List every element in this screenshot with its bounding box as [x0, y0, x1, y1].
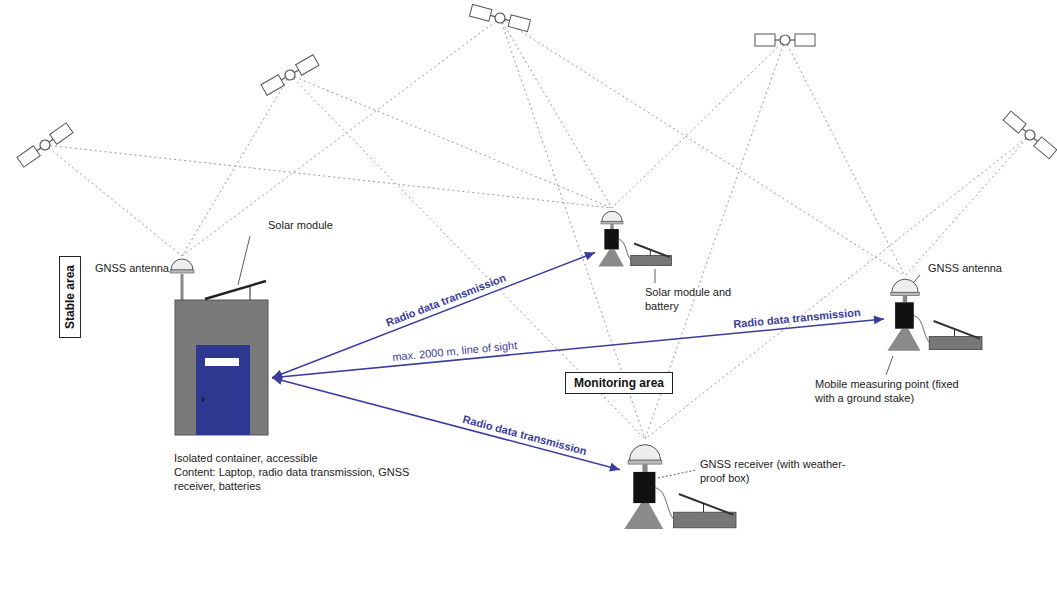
edge-label: Radio data transmission	[385, 272, 508, 329]
callout-text: Mobile measuring point (fixed with a gro…	[815, 378, 980, 406]
measuring-point: GNSS antennaMobile measuring point (fixe…	[884, 274, 986, 354]
callout-text: Content: Laptop, radio data transmission…	[174, 466, 412, 494]
station-icon	[170, 254, 272, 436]
monitoring-container: GNSS antennaSolar moduleIsolated contain…	[170, 254, 272, 436]
callout-text: Solar module	[268, 219, 333, 233]
station-icon	[620, 438, 740, 533]
area-label: Stable area	[59, 256, 81, 338]
radio-link-arrow	[272, 252, 595, 378]
measuring-point: GNSS receiver (with weather-proof box)	[620, 438, 740, 533]
station-icon	[595, 206, 675, 268]
area-label: Monitoring area	[565, 372, 673, 394]
monitoring-area: Monitoring areaSolar module and batteryG…	[440, 128, 1057, 604]
stable-area: Stable areaGNSS antennaSolar moduleIsola…	[55, 140, 430, 560]
callout-text: GNSS antenna	[95, 262, 169, 276]
measuring-point: Solar module and battery	[595, 206, 675, 268]
callout-text: GNSS antenna	[928, 262, 1002, 276]
callout-text: Solar module and battery	[645, 286, 740, 314]
station-icon	[884, 274, 986, 354]
edge-label: Radio data transmission	[461, 413, 588, 457]
callout-text: Isolated container, accessible	[174, 452, 318, 466]
callout-text: GNSS receiver (with weather-proof box)	[700, 458, 850, 486]
region-outline	[440, 128, 1057, 604]
